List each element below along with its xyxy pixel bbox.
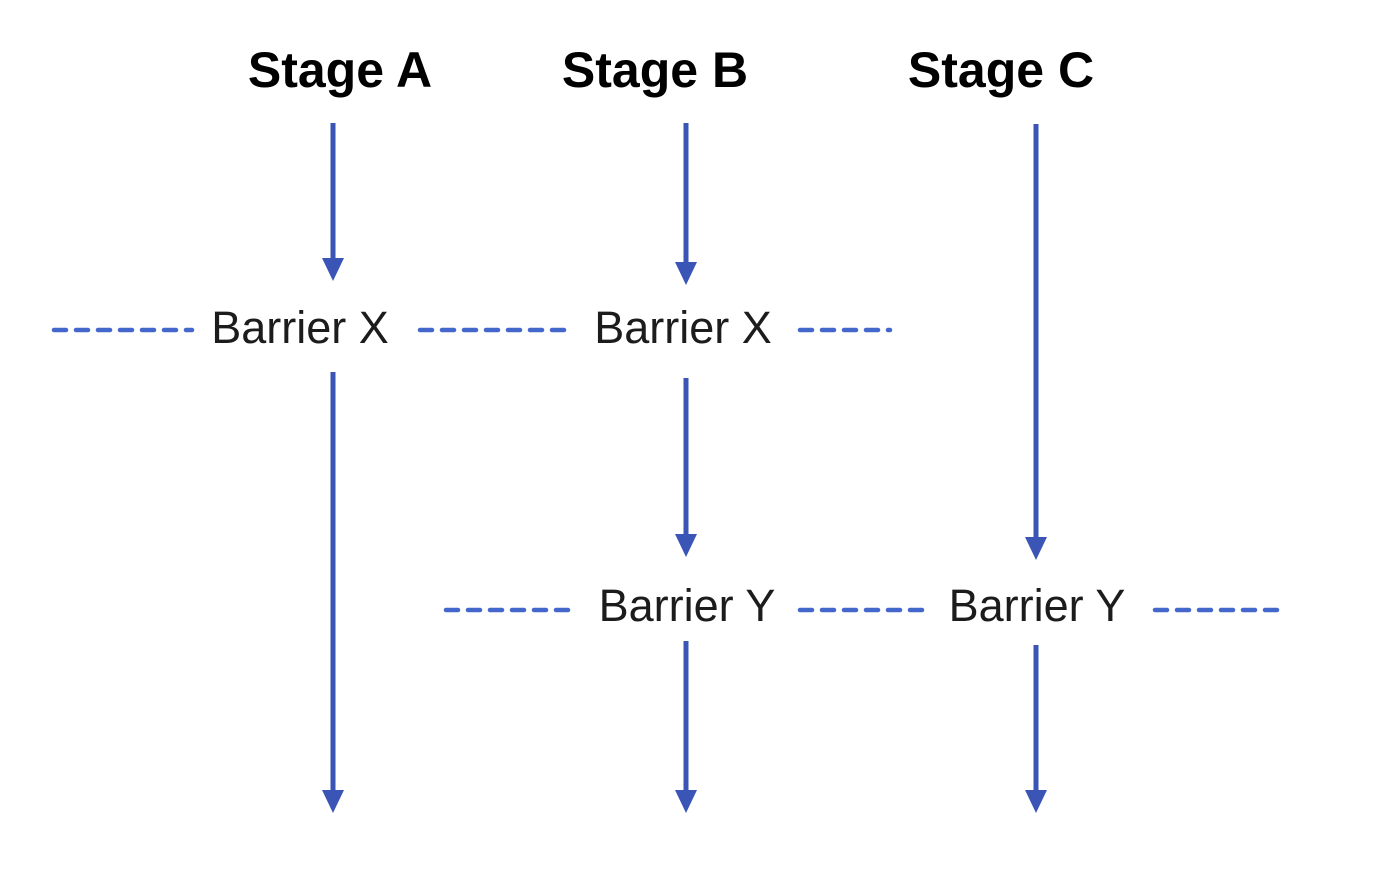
stage-b-arrowhead-top bbox=[675, 262, 697, 285]
barrier-x-label-stage-b: Barrier X bbox=[588, 302, 778, 354]
stage-b-header: Stage B bbox=[561, 42, 749, 98]
stage-b-arrowhead-middle bbox=[675, 534, 697, 557]
stage-c-arrowhead-top bbox=[1025, 537, 1047, 560]
stage-a-arrowhead-bottom bbox=[322, 790, 344, 813]
stage-a-arrow bbox=[322, 123, 344, 813]
stage-c-arrow bbox=[1025, 124, 1047, 813]
stage-a-header: Stage A bbox=[247, 42, 433, 98]
stage-c-arrowhead-bottom bbox=[1025, 790, 1047, 813]
stage-b-arrowhead-bottom bbox=[675, 790, 697, 813]
barrier-y-label-stage-b: Barrier Y bbox=[592, 580, 782, 632]
barrier-x-label-stage-a: Barrier X bbox=[205, 302, 395, 354]
stage-c-header: Stage C bbox=[907, 42, 1095, 98]
stage-b-arrow bbox=[675, 123, 697, 813]
barrier-y-label-stage-c: Barrier Y bbox=[942, 580, 1132, 632]
stage-a-arrowhead-top bbox=[322, 258, 344, 281]
